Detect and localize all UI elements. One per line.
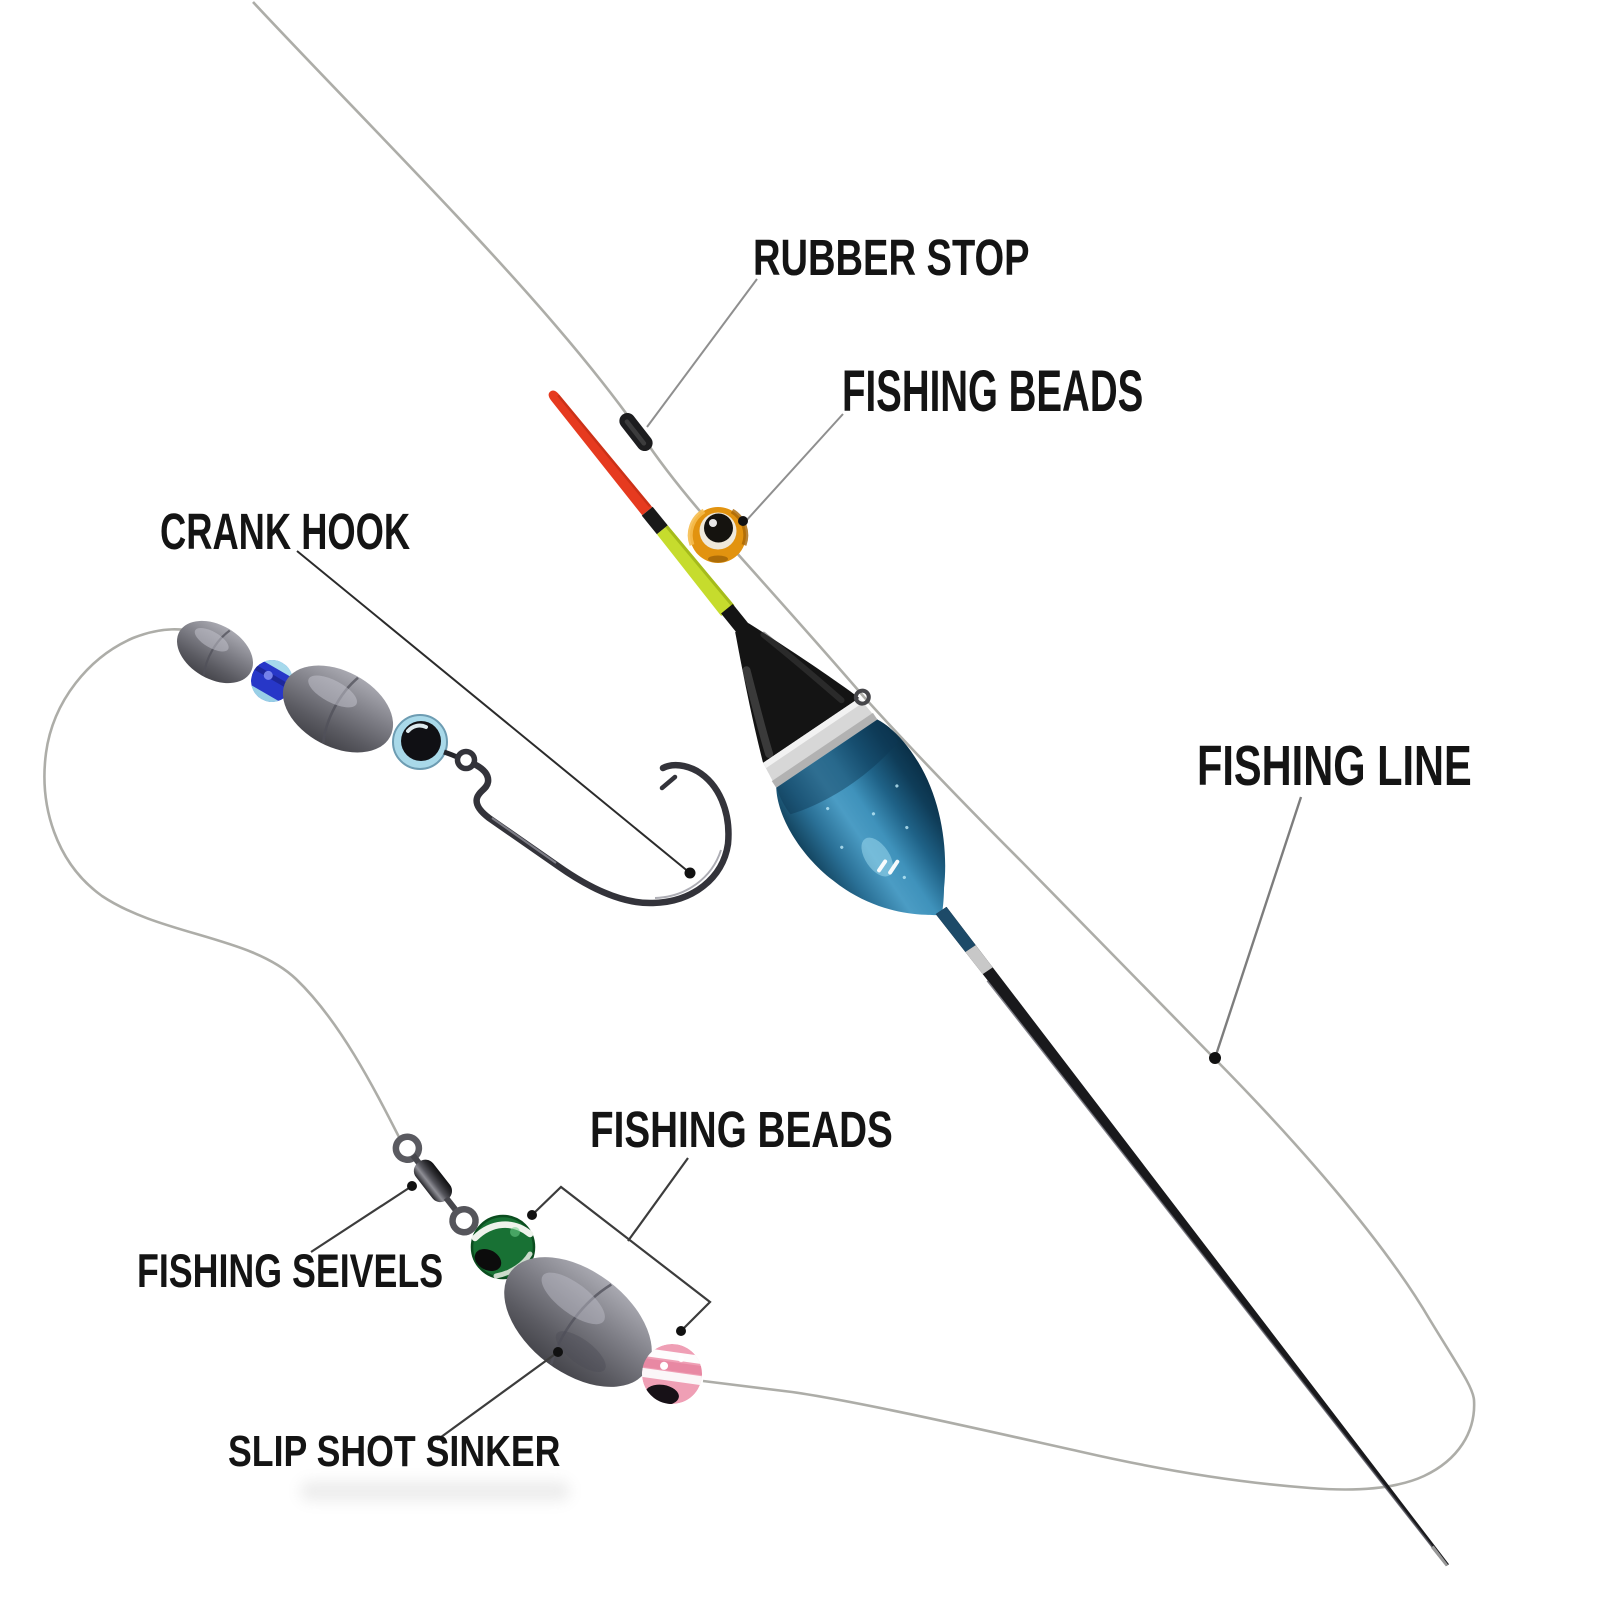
- egg-sinker-small: [177, 620, 253, 684]
- fishing-line-main: [252, 1, 1476, 1491]
- fishing-bead-pink: [641, 1344, 705, 1405]
- float-antenna: [548, 390, 751, 636]
- float-antenna-black-band: [641, 506, 668, 535]
- crank-hook: [454, 748, 732, 907]
- fishing-bead-green: [470, 1214, 536, 1280]
- float-silver-band: [763, 697, 878, 788]
- hook-barb: [659, 774, 678, 791]
- label-fishing-beads-top: FISHING BEADS: [842, 359, 1144, 424]
- label-fishing-swivels: FISHING SEIVELS: [137, 1244, 444, 1297]
- float-cone-top: [735, 623, 860, 763]
- label-crank-hook: CRANK HOOK: [160, 503, 411, 560]
- float-stem: [935, 906, 1450, 1566]
- pointer-dots: [407, 516, 1221, 1357]
- egg-sinker-large: [282, 665, 394, 753]
- callout-pointers: [296, 278, 1303, 1441]
- pointer-beads-bottom-bracket: [531, 1185, 712, 1332]
- pointer-beads-top: [744, 413, 844, 523]
- pointer-swivels: [310, 1185, 413, 1253]
- bottom-rig: [392, 1133, 705, 1405]
- fishing-bead-orange: [687, 507, 749, 563]
- label-slip-shot-sinker: SLIP SHOT SINKER: [228, 1427, 561, 1476]
- pointer-slip-shot: [436, 1351, 559, 1441]
- rubber-stop: [619, 412, 653, 452]
- label-shadow-smudge: [300, 1481, 570, 1501]
- pointer-beads-bottom-stem: [627, 1157, 689, 1242]
- slip-shot-sinker: [504, 1257, 652, 1387]
- label-rubber-stop: RUBBER STOP: [753, 229, 1030, 286]
- label-fishing-line: FISHING LINE: [1197, 734, 1472, 798]
- float-body-blue: [776, 719, 946, 916]
- pointer-fishing-line: [1213, 796, 1303, 1059]
- float-antenna-red-tip: [548, 390, 653, 516]
- float-antenna-chartreuse: [656, 525, 735, 617]
- fishing-line: [43, 1, 1476, 1491]
- slip-float: [548, 390, 1450, 1567]
- label-fishing-beads-bottom: FISHING BEADS: [590, 1101, 893, 1158]
- hook-eye: [454, 748, 478, 772]
- fishing-line-loop: [43, 628, 403, 1142]
- float-line-eyelet: [853, 688, 871, 706]
- pointer-crank-hook: [296, 550, 691, 874]
- pointer-rubber-stop: [646, 278, 758, 428]
- hook-rig: [177, 620, 732, 907]
- fishing-bead-eye: [392, 714, 448, 770]
- barrel-swivel: [392, 1133, 479, 1236]
